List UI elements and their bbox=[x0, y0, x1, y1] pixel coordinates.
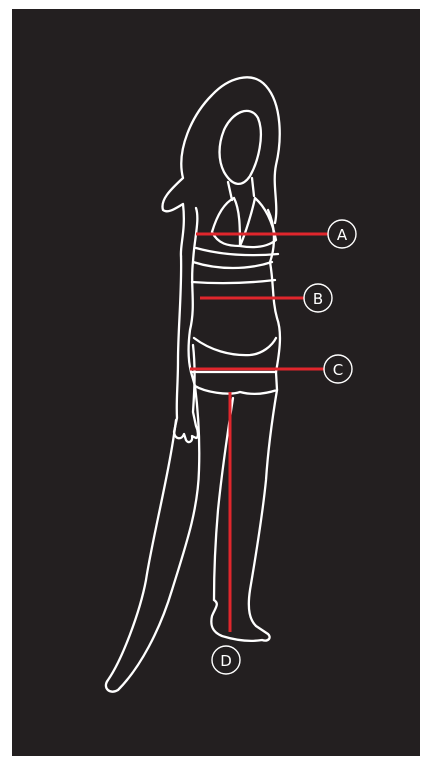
marker-c-label: C bbox=[333, 361, 343, 379]
right-leg-outline bbox=[211, 390, 277, 641]
left-leg-outline bbox=[106, 386, 199, 692]
briefs-outline bbox=[191, 338, 277, 394]
marker-d-label: D bbox=[220, 652, 232, 670]
marker-b: B bbox=[304, 284, 332, 312]
bikini-top-outline bbox=[196, 198, 278, 255]
marker-d: D bbox=[212, 646, 240, 674]
body-figure bbox=[106, 77, 280, 691]
waist-band-outline bbox=[192, 262, 275, 283]
marker-c: C bbox=[324, 355, 352, 383]
marker-a-label: A bbox=[337, 226, 348, 244]
arm-outline bbox=[174, 256, 198, 442]
marker-b-label: B bbox=[313, 290, 323, 308]
marker-a: A bbox=[328, 220, 356, 248]
face-outline bbox=[220, 111, 261, 184]
